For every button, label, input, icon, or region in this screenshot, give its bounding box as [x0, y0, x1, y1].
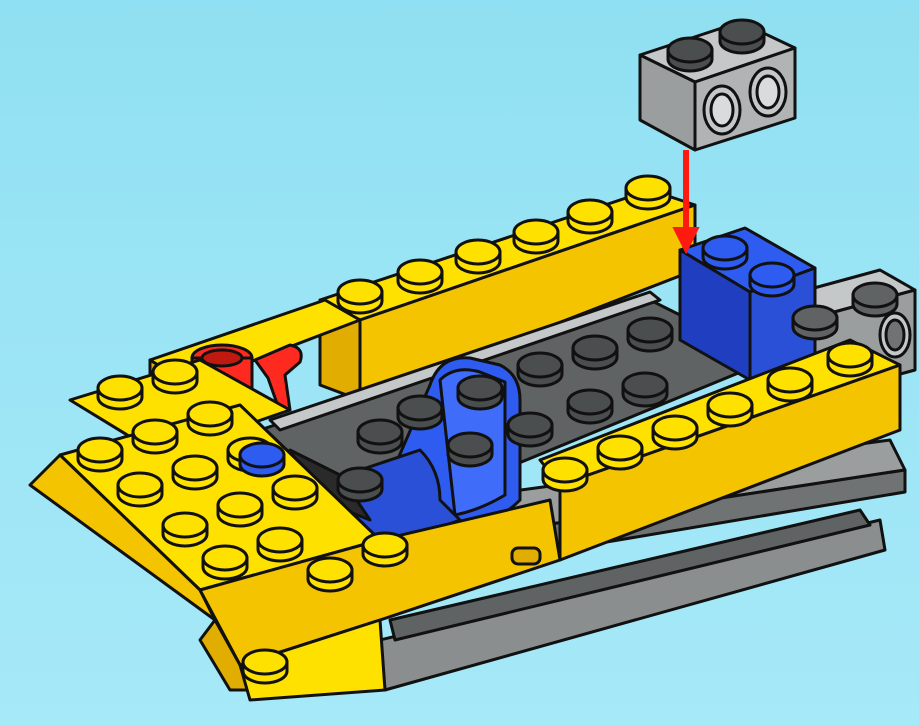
lego-stud: [153, 360, 197, 393]
lego-stud: [163, 513, 207, 546]
lego-stud: [338, 280, 382, 313]
yellow-side-slot: [512, 548, 540, 564]
lego-stud: [363, 533, 407, 566]
lego-stud: [448, 433, 492, 466]
lego-stud: [218, 493, 262, 526]
lego-stud: [750, 263, 794, 296]
lego-stud: [598, 436, 642, 469]
lego-stud: [514, 220, 558, 253]
lego-stud: [543, 458, 587, 491]
lego-stud: [133, 420, 177, 453]
lego-stud: [568, 390, 612, 423]
lego-stud: [626, 176, 670, 209]
lego-stud: [240, 443, 284, 476]
lego-stud: [338, 468, 382, 501]
lego-stud: [258, 528, 302, 561]
lego-stud: [118, 473, 162, 506]
lego-stud: [653, 416, 697, 449]
lego-stud: [573, 336, 617, 369]
lego-stud: [98, 376, 142, 409]
lego-stud: [308, 558, 352, 591]
lego-stud: [708, 393, 752, 426]
lego-stud: [720, 20, 764, 53]
lego-stud: [768, 368, 812, 401]
lego-stud: [203, 546, 247, 579]
lego-stud: [853, 283, 897, 316]
lego-stud: [628, 318, 672, 351]
lego-stud: [358, 420, 402, 453]
lego-stud: [623, 373, 667, 406]
gray-technic-brick-2-holes: [640, 22, 795, 150]
lego-stud: [508, 413, 552, 446]
lego-stud: [78, 438, 122, 471]
lego-stud: [398, 260, 442, 293]
lego-stud: [668, 38, 712, 71]
lego-stud: [456, 240, 500, 273]
lego-stud: [243, 650, 287, 683]
lego-stud: [398, 396, 442, 429]
lego-stud: [273, 476, 317, 509]
lego-stud: [188, 402, 232, 435]
lego-stud: [828, 343, 872, 376]
lego-stud: [518, 353, 562, 386]
lego-stud: [703, 236, 747, 269]
lego-stud: [793, 306, 837, 339]
lego-stud: [458, 376, 502, 409]
lego-stud: [568, 200, 612, 233]
lego-stud: [173, 456, 217, 489]
